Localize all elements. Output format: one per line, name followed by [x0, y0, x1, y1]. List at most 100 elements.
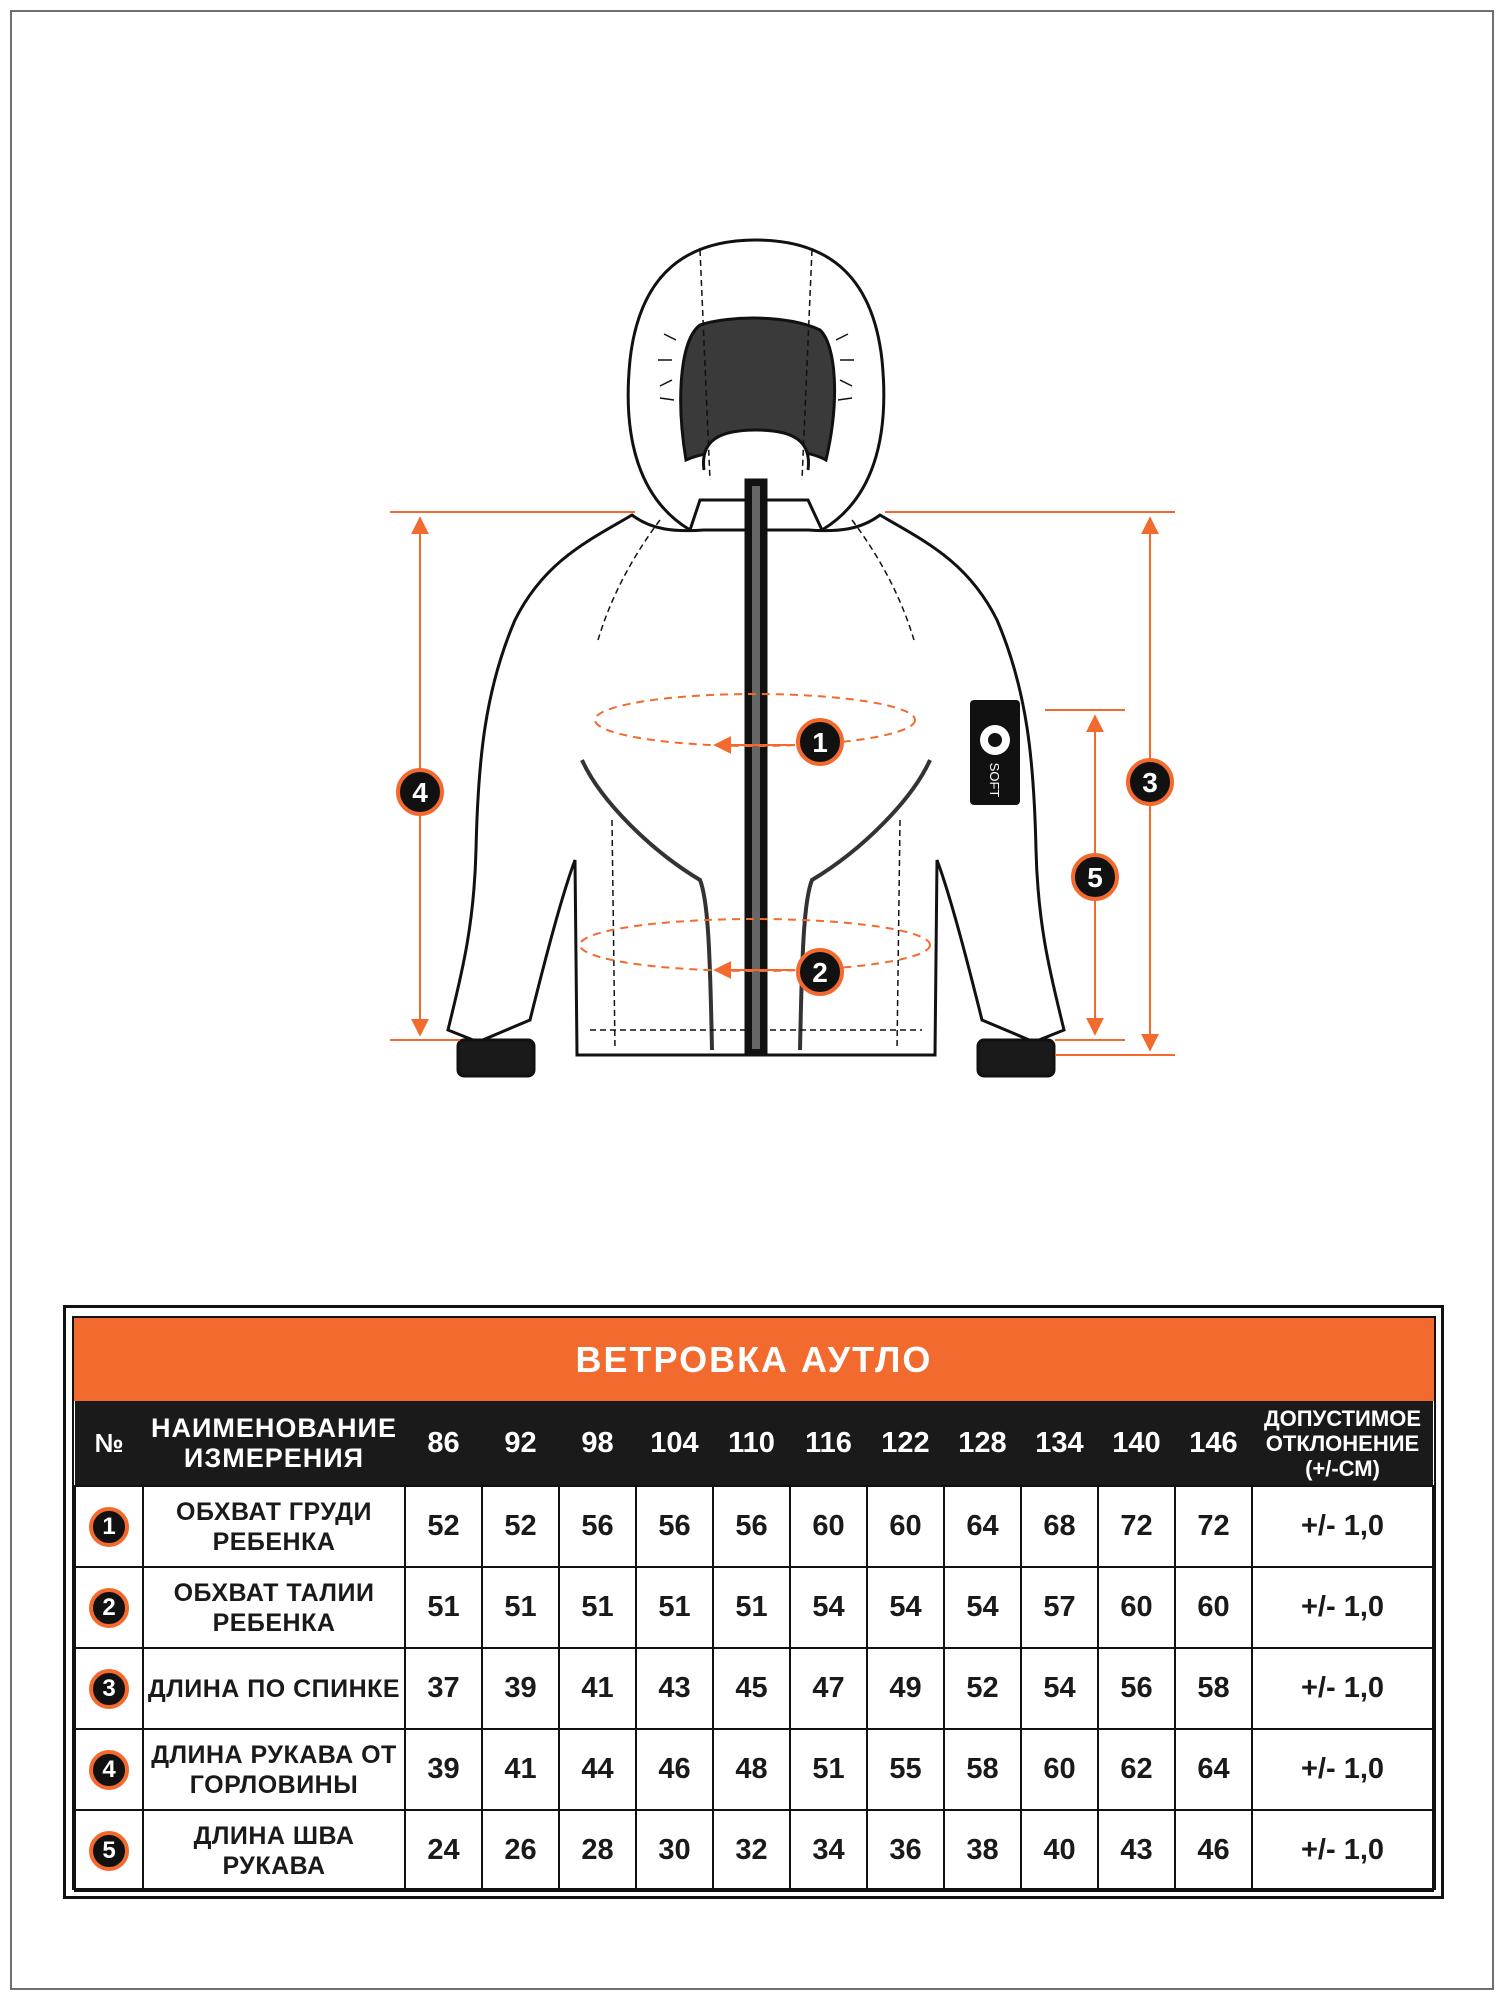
row-marker-icon: 3	[89, 1668, 129, 1709]
table-title: ВЕТРОВКА АУТЛО	[74, 1318, 1434, 1401]
header-tolerance: ДОПУСТИМОЕ ОТКЛОНЕНИЕ (+/-СМ)	[1252, 1401, 1433, 1486]
size-value-cell: 60	[789, 1485, 868, 1568]
size-value-cell: 56	[635, 1485, 714, 1568]
size-value-cell: 52	[404, 1485, 483, 1568]
size-value-cell: 54	[789, 1566, 868, 1649]
size-value-cell: 51	[404, 1566, 483, 1649]
size-value-cell: 46	[635, 1728, 714, 1811]
measurement-name-line: ДЛИНА ПО СПИНКЕ	[147, 1674, 401, 1703]
header-tolerance-line: (+/-СМ)	[1305, 1455, 1380, 1481]
size-value-cell: 41	[481, 1728, 560, 1811]
size-value-cell: 46	[1174, 1809, 1253, 1892]
measurement-name-line: РЕБЕНКА	[212, 1608, 336, 1637]
row-number-cell: 5	[74, 1809, 144, 1892]
size-value-cell: 68	[1020, 1485, 1099, 1568]
svg-text:3: 3	[1142, 767, 1158, 798]
header-size: 128	[944, 1401, 1021, 1486]
size-value-cell: 56	[558, 1485, 637, 1568]
row-marker-icon: 5	[89, 1830, 129, 1871]
size-value-cell: 72	[1174, 1485, 1253, 1568]
size-value-cell: 44	[558, 1728, 637, 1811]
size-value-cell: 60	[1097, 1566, 1176, 1649]
header-name-line: ИЗМЕРЕНИЯ	[183, 1443, 365, 1473]
size-value-cell: 57	[1020, 1566, 1099, 1649]
size-table-frame	[63, 1305, 1444, 1899]
row-number-cell: 1	[74, 1485, 144, 1568]
size-value-cell: 47	[789, 1647, 868, 1730]
marker-5: 5	[1071, 853, 1119, 901]
size-value-cell: 45	[712, 1647, 791, 1730]
header-size: 140	[1098, 1401, 1175, 1486]
size-value-cell: 41	[558, 1647, 637, 1730]
size-value-cell: 39	[404, 1728, 483, 1811]
size-value-cell: 58	[943, 1728, 1022, 1811]
jacket-body	[446, 478, 1066, 1078]
size-value-cell: 51	[481, 1566, 560, 1649]
svg-text:5: 5	[1087, 862, 1103, 893]
row-number-cell: 4	[74, 1728, 144, 1811]
measurement-name-line: ОБХВАТ ГРУДИ	[176, 1497, 372, 1526]
size-value-cell: 62	[1097, 1728, 1176, 1811]
size-value-cell: 48	[712, 1728, 791, 1811]
size-value-cell: 32	[712, 1809, 791, 1892]
tolerance-cell: +/- 1,0	[1251, 1485, 1434, 1568]
header-size: 146	[1175, 1401, 1252, 1486]
header-size: 92	[482, 1401, 559, 1486]
size-value-cell: 37	[404, 1647, 483, 1730]
tolerance-cell: +/- 1,0	[1251, 1647, 1434, 1730]
tolerance-cell: +/- 1,0	[1251, 1728, 1434, 1811]
size-value-cell: 58	[1174, 1647, 1253, 1730]
tolerance-cell: +/- 1,0	[1251, 1566, 1434, 1649]
hood	[626, 238, 886, 533]
svg-text:SOFT: SOFT	[987, 763, 1002, 798]
size-grid: № НАИМЕНОВАНИЕ ИЗМЕРЕНИЯ 86 92 98 104 11…	[74, 1401, 1434, 1892]
header-size: 86	[405, 1401, 482, 1486]
size-table: ВЕТРОВКА АУТЛО № НАИМЕНОВАНИЕ ИЗМЕРЕНИЯ …	[72, 1316, 1436, 1892]
header-tolerance-line: ДОПУСТИМОЕ	[1264, 1405, 1421, 1431]
size-value-cell: 36	[866, 1809, 945, 1892]
header-size: 104	[636, 1401, 713, 1486]
row-marker-icon: 4	[89, 1749, 129, 1790]
header-size: 122	[867, 1401, 944, 1486]
header-name-line: НАИМЕНОВАНИЕ	[151, 1413, 397, 1443]
size-value-cell: 38	[943, 1809, 1022, 1892]
size-value-cell: 54	[1020, 1647, 1099, 1730]
measurement-name-line: ОБХВАТ ТАЛИИ	[173, 1578, 375, 1607]
header-number: №	[75, 1401, 143, 1486]
marker-1: 1	[796, 718, 844, 766]
tolerance-cell: +/- 1,0	[1251, 1809, 1434, 1892]
size-value-cell: 51	[712, 1566, 791, 1649]
size-value-cell: 60	[1174, 1566, 1253, 1649]
header-size: 116	[790, 1401, 867, 1486]
svg-text:4: 4	[412, 777, 428, 808]
row-number-cell: 3	[74, 1647, 144, 1730]
waist-measure	[579, 918, 931, 979]
size-value-cell: 60	[1020, 1728, 1099, 1811]
size-value-cell: 40	[1020, 1809, 1099, 1892]
size-value-cell: 49	[866, 1647, 945, 1730]
svg-text:2: 2	[812, 957, 828, 988]
size-value-cell: 24	[404, 1809, 483, 1892]
header-size: 110	[713, 1401, 790, 1486]
jacket-measurement-diagram: SOFT 1 2 3 4	[390, 238, 1175, 1078]
marker-4: 4	[396, 768, 444, 816]
svg-text:1: 1	[812, 727, 828, 758]
measurement-name-line: РЕБЕНКА	[212, 1527, 336, 1556]
size-value-cell: 34	[789, 1809, 868, 1892]
header-tolerance-line: ОТКЛОНЕНИЕ	[1265, 1430, 1420, 1456]
size-value-cell: 72	[1097, 1485, 1176, 1568]
measurement-name-line: ДЛИНА ШВА РУКАВА	[193, 1821, 355, 1880]
size-value-cell: 39	[481, 1647, 560, 1730]
size-value-cell: 30	[635, 1809, 714, 1892]
size-value-cell: 51	[635, 1566, 714, 1649]
sleeve-patch: SOFT	[970, 700, 1020, 805]
measurement-name-cell: ДЛИНА ШВА РУКАВА	[142, 1809, 406, 1892]
size-value-cell: 52	[481, 1485, 560, 1568]
size-value-cell: 64	[1174, 1728, 1253, 1811]
header-size: 134	[1021, 1401, 1098, 1486]
